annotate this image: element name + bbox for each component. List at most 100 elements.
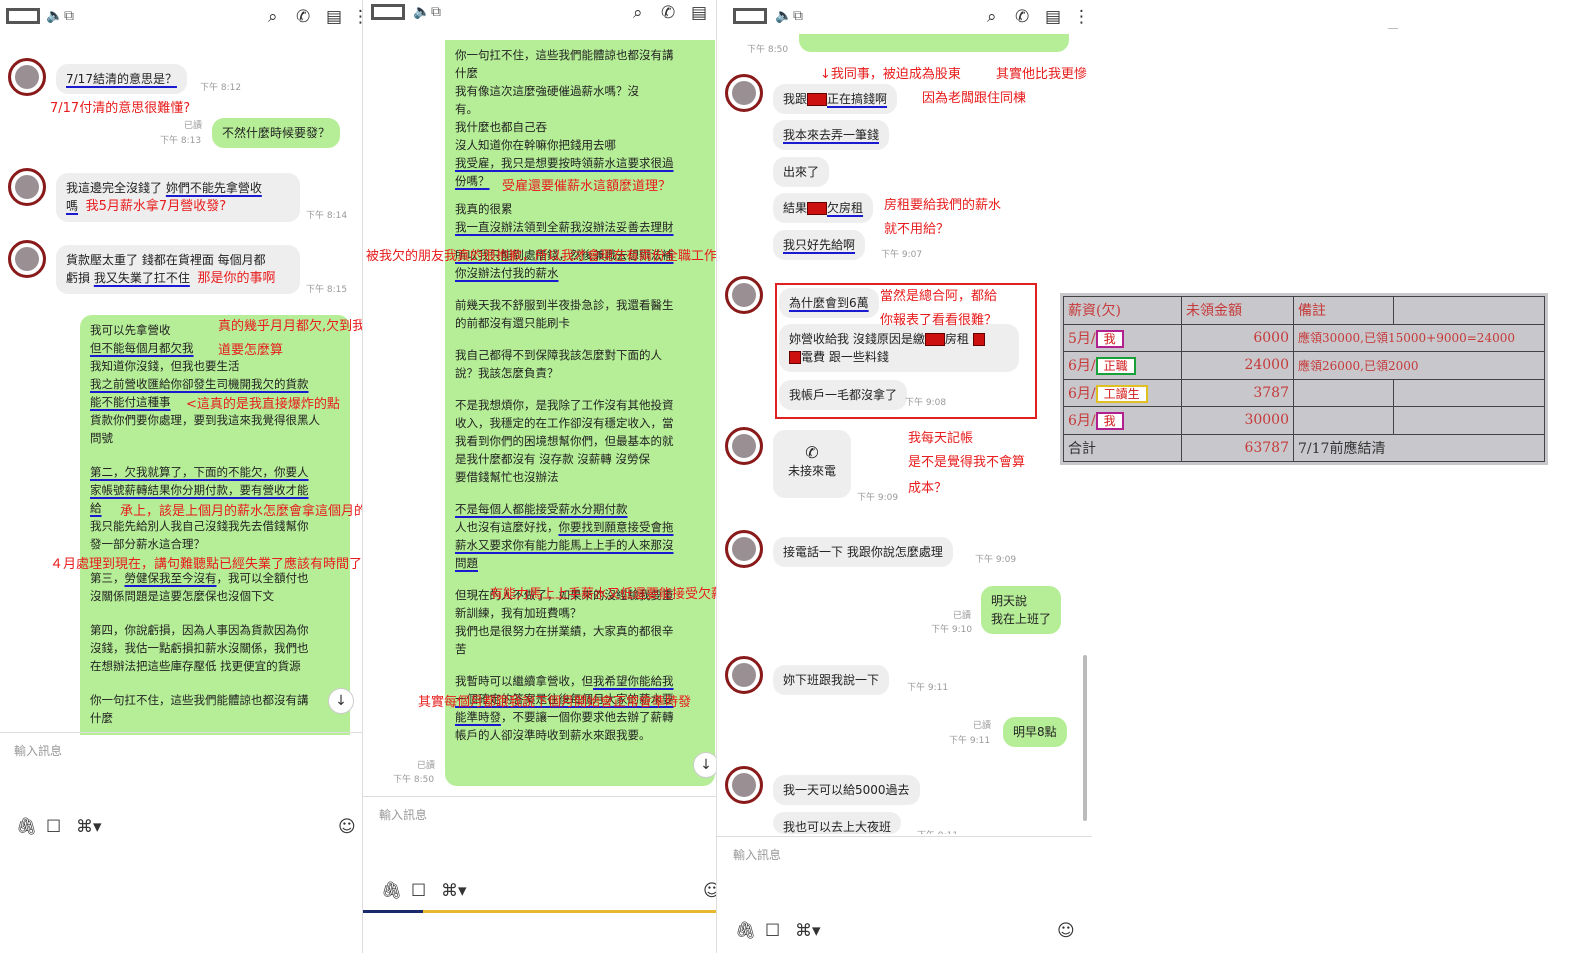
read-receipt: 已讀 [417,761,436,771]
header-avatar[interactable] [733,8,767,24]
avatar[interactable] [725,656,763,694]
popout-icon[interactable]: ⧉ [64,8,74,24]
phone-icon[interactable]: ✆ [296,7,311,27]
timestamp: 下午 9:11 [907,683,949,693]
chat-panel-1: 🔈 ⧉ ⌕ ✆ ▤ ⋮ 7/17結清的意思是？ 下午 8:12 7/17付清的意… [0,0,362,953]
message-bubble: 7/17結清的意思是？ [56,64,187,94]
popout-icon[interactable]: ⧉ [431,4,441,20]
emoji-icon[interactable]: ☺ [338,817,356,837]
annotation: 承上，該是上個月的薪水怎麼會拿這個月的營收發？ [120,504,420,519]
header-cell: 薪資(欠) [1063,296,1182,325]
table-row: 5月/我 6000 應領30000,已領15000+9000=24000 [1063,323,1545,352]
annotation: 你報表了看看很難？ [880,313,998,328]
scroll-down-button[interactable]: ↓ [693,752,716,778]
message-bubble: 接電話一下 我跟你說怎麼處理 [773,537,953,567]
more-icon[interactable]: ⋮ [1073,7,1090,27]
header-avatar[interactable] [371,4,405,20]
crop-icon[interactable]: ⌘▾ [76,817,102,837]
table-row: 6月/正職 24000 應領26000,已領2000 [1063,351,1545,380]
table-row: 6月/我 30000 [1063,406,1545,435]
note-cell: 應領26000,已領2000 [1293,351,1545,380]
header-avatar[interactable] [6,8,40,24]
total-amount: 63787 [1181,433,1294,462]
annotation: 道要怎麼算 [218,343,284,358]
avatar[interactable] [725,276,763,314]
notes-icon[interactable]: ▤ [326,7,343,27]
notes-icon[interactable]: ▤ [691,3,708,23]
mute-icon[interactable]: 🔈 [775,8,793,24]
avatar[interactable] [8,240,46,278]
timestamp: 下午 8:50 [393,775,435,785]
annotation: 因為老闆跟住同棟 [922,91,1027,106]
chat-header: 🔈 ⧉ ⌕ ✆ ▤ ⋮ [717,0,1092,38]
scroll-down-button[interactable]: ↓ [328,688,354,714]
avatar[interactable] [8,168,46,206]
annotation: 其實每個月都跟我說下個月開始會正常會準時發 [418,695,692,710]
amount-cell: 24000 [1181,351,1294,380]
annotation: 7/17付清的意思很難懂? [50,101,191,116]
avatar[interactable] [725,766,763,804]
message-bubble: 貨款壓太重了 錢都在貨裡面 每個月都 虧損 我又失業了扛不住 那是你的事啊 [56,245,300,294]
header-cell: 備註 [1293,296,1394,325]
mute-icon[interactable]: 🔈 [46,8,64,24]
annotation: 就不用給？ [884,222,950,237]
more-icon[interactable]: ⋮ [352,7,362,27]
message-input[interactable]: 輸入訊息 [379,808,428,822]
message-bubble: 明早8點 [1003,717,1067,747]
phone-icon[interactable]: ✆ [1015,7,1030,27]
search-icon[interactable]: ⌕ [987,7,997,27]
timestamp: 下午 9:07 [881,250,923,260]
message-bubble: 我帳戶一毛都沒拿了 [779,380,908,410]
timestamp: 下午 8:13 [160,136,202,146]
message-bubble: 我這邊完全沒錢了 妳們不能先拿營收 嗎 我5月薪水拿7月營收發? [56,173,300,222]
paperclip-icon[interactable]: 🖇 [735,921,757,941]
message-input[interactable]: 輸入訊息 [733,848,782,862]
header-cell [1393,296,1545,325]
bookmark-icon[interactable]: ☐ [46,817,62,837]
long-message-bubble: 你一句扛不住，這些我們能體諒也都沒有講什麼 我有像這次這麼強硬催過薪水嗎？沒有。… [445,40,715,786]
message-bubble: 不然什麼時候要發？ [212,118,341,148]
search-icon[interactable]: ⌕ [268,7,278,27]
mute-icon[interactable]: 🔈 [413,4,431,20]
message-bubble: 我只好先給啊 [773,230,866,260]
annotation: 是不是覺得我不會算 [908,455,1026,470]
avatar[interactable] [725,530,763,568]
name-tag: 我 [1095,412,1124,431]
bookmark-icon[interactable]: ☐ [765,921,781,941]
notes-icon[interactable]: ▤ [1045,7,1062,27]
chat-header: 🔈 ⧉ ⌕ ✆ ▤ ⋮ [0,0,362,38]
amount-cell: 30000 [1181,406,1294,435]
paperclip-icon[interactable]: 🖇 [16,817,38,837]
timestamp: 下午 8:50 [747,45,789,55]
focus-underline [363,910,423,913]
highlight-box [775,283,1037,419]
avatar[interactable] [725,74,763,112]
annotation: <這真的是我直接爆炸的點 [186,397,340,412]
message-bubble: 我本來去弄一筆錢 [773,120,890,150]
avatar[interactable] [8,58,46,96]
table-header-row: 薪資(欠) 未領金額 備註 [1063,296,1545,325]
annotation: 真的幾乎月月都欠,欠到我不知 [218,319,392,334]
missed-call-bubble[interactable]: ✆ 未接來電 [773,430,851,498]
chat-panel-2: 🔈 ⧉ ⌕ ✆ ▤ 你一句扛不住，這些我們能體諒也都沒有講什麼 我有像這次這麼強… [362,0,716,953]
message-input[interactable]: 輸入訊息 [14,744,63,758]
message-bubble: 我跟正在搞錢啊 [773,84,898,114]
scrollbar[interactable] [1083,655,1087,821]
crop-icon[interactable]: ⌘▾ [795,921,821,941]
timestamp: 下午 9:08 [905,398,947,408]
avatar[interactable] [725,427,763,465]
emoji-icon[interactable]: ☺ [1057,921,1075,941]
salary-table: 薪資(欠) 未領金額 備註 5月/我 6000 應領30000,已領15000+… [1063,296,1545,462]
search-icon[interactable]: ⌕ [633,3,643,23]
phone-icon[interactable]: ✆ [661,3,676,23]
name-tag: 工讀生 [1095,384,1148,403]
message-bubble: 出來了 [773,157,830,187]
annotation: 我每天記帳 [908,431,974,446]
divider [363,796,716,797]
emoji-icon[interactable]: ☺ [703,882,716,900]
paperclip-icon[interactable]: 🖇 [381,881,403,901]
crop-icon[interactable]: ⌘▾ [441,881,467,901]
annotation: 其實他比我更慘 [996,67,1088,82]
bookmark-icon[interactable]: ☐ [411,881,427,901]
popout-icon[interactable]: ⧉ [793,8,803,24]
